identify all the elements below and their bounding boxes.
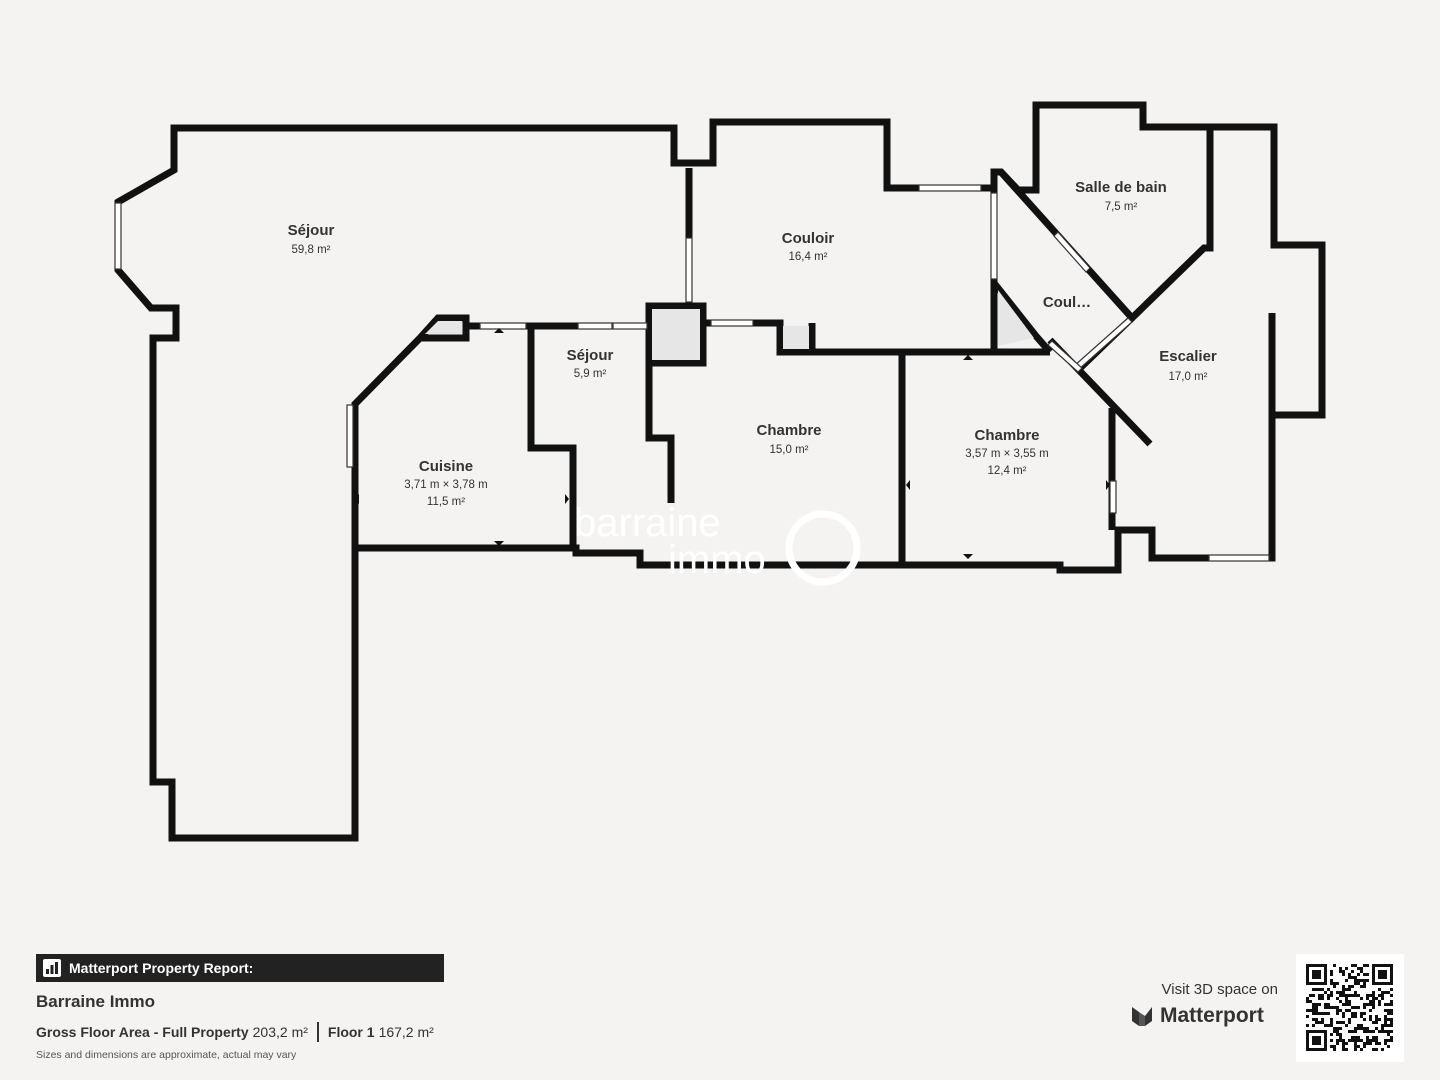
room-area-cuisine: 11,5 m² <box>427 496 465 508</box>
qr-code[interactable] <box>1296 954 1404 1062</box>
area-summary: Gross Floor Area - Full Property 203,2 m… <box>36 1022 434 1042</box>
bar-chart-icon <box>43 959 61 977</box>
room-name-salle-de-bain: Salle de bain <box>1075 179 1167 196</box>
watermark-logo <box>785 510 861 586</box>
room-name-escalier: Escalier <box>1159 348 1217 365</box>
disclaimer: Sizes and dimensions are approximate, ac… <box>36 1049 297 1061</box>
room-area-chambre-2: 12,4 m² <box>988 465 1027 477</box>
floor-label: Floor 1 <box>327 1024 375 1040</box>
matterport-logo-icon <box>1132 1007 1152 1026</box>
room-name-coul: Coul… <box>1043 294 1091 311</box>
room-area-sejour: 59,8 m² <box>292 244 331 256</box>
matterport-brand[interactable]: Matterport <box>1130 1004 1264 1028</box>
room-name-chambre-2: Chambre <box>974 427 1039 444</box>
room-dims-cuisine: 3,71 m × 3,78 m <box>404 479 487 491</box>
gross-area-value: 203,2 m² <box>252 1024 308 1040</box>
room-name-chambre-1: Chambre <box>756 422 821 439</box>
floor-area-value: 167,2 m² <box>378 1024 434 1040</box>
room-name-sejour-small: Séjour <box>567 347 614 364</box>
watermark: barraine immo <box>574 501 861 586</box>
walls <box>114 101 1326 842</box>
room-area-sejour-small: 5,9 m² <box>574 368 607 380</box>
room-area-salle-de-bain: 7,5 m² <box>1105 201 1138 213</box>
room-name-cuisine: Cuisine <box>419 458 473 475</box>
floor-plan: barraine immo Séjour 59,8 m² Couloir 16,… <box>114 101 1326 842</box>
windows <box>114 184 1270 562</box>
watermark-line2: immo <box>668 538 766 582</box>
door-markers <box>355 328 1110 559</box>
divider <box>316 1022 319 1042</box>
watermark-line1: barraine <box>574 501 721 545</box>
room-name-couloir: Couloir <box>782 230 835 247</box>
company-name: Barraine Immo <box>36 992 156 1011</box>
room-name-sejour: Séjour <box>288 222 335 239</box>
report-title: Matterport Property Report: <box>69 960 254 976</box>
visit-3d-text: Visit 3D space on <box>1161 981 1278 998</box>
fixtures <box>425 290 1034 360</box>
room-area-couloir: 16,4 m² <box>789 251 828 263</box>
room-dims-chambre-2: 3,57 m × 3,55 m <box>965 448 1048 460</box>
report-header-bar: Matterport Property Report: <box>36 954 444 982</box>
room-labels: Séjour 59,8 m² Couloir 16,4 m² Salle de … <box>288 179 1217 508</box>
room-area-chambre-1: 15,0 m² <box>770 444 809 456</box>
brand-name: Matterport <box>1160 1004 1264 1027</box>
gross-area-label: Gross Floor Area - Full Property <box>36 1024 249 1040</box>
room-area-escalier: 17,0 m² <box>1169 371 1208 383</box>
